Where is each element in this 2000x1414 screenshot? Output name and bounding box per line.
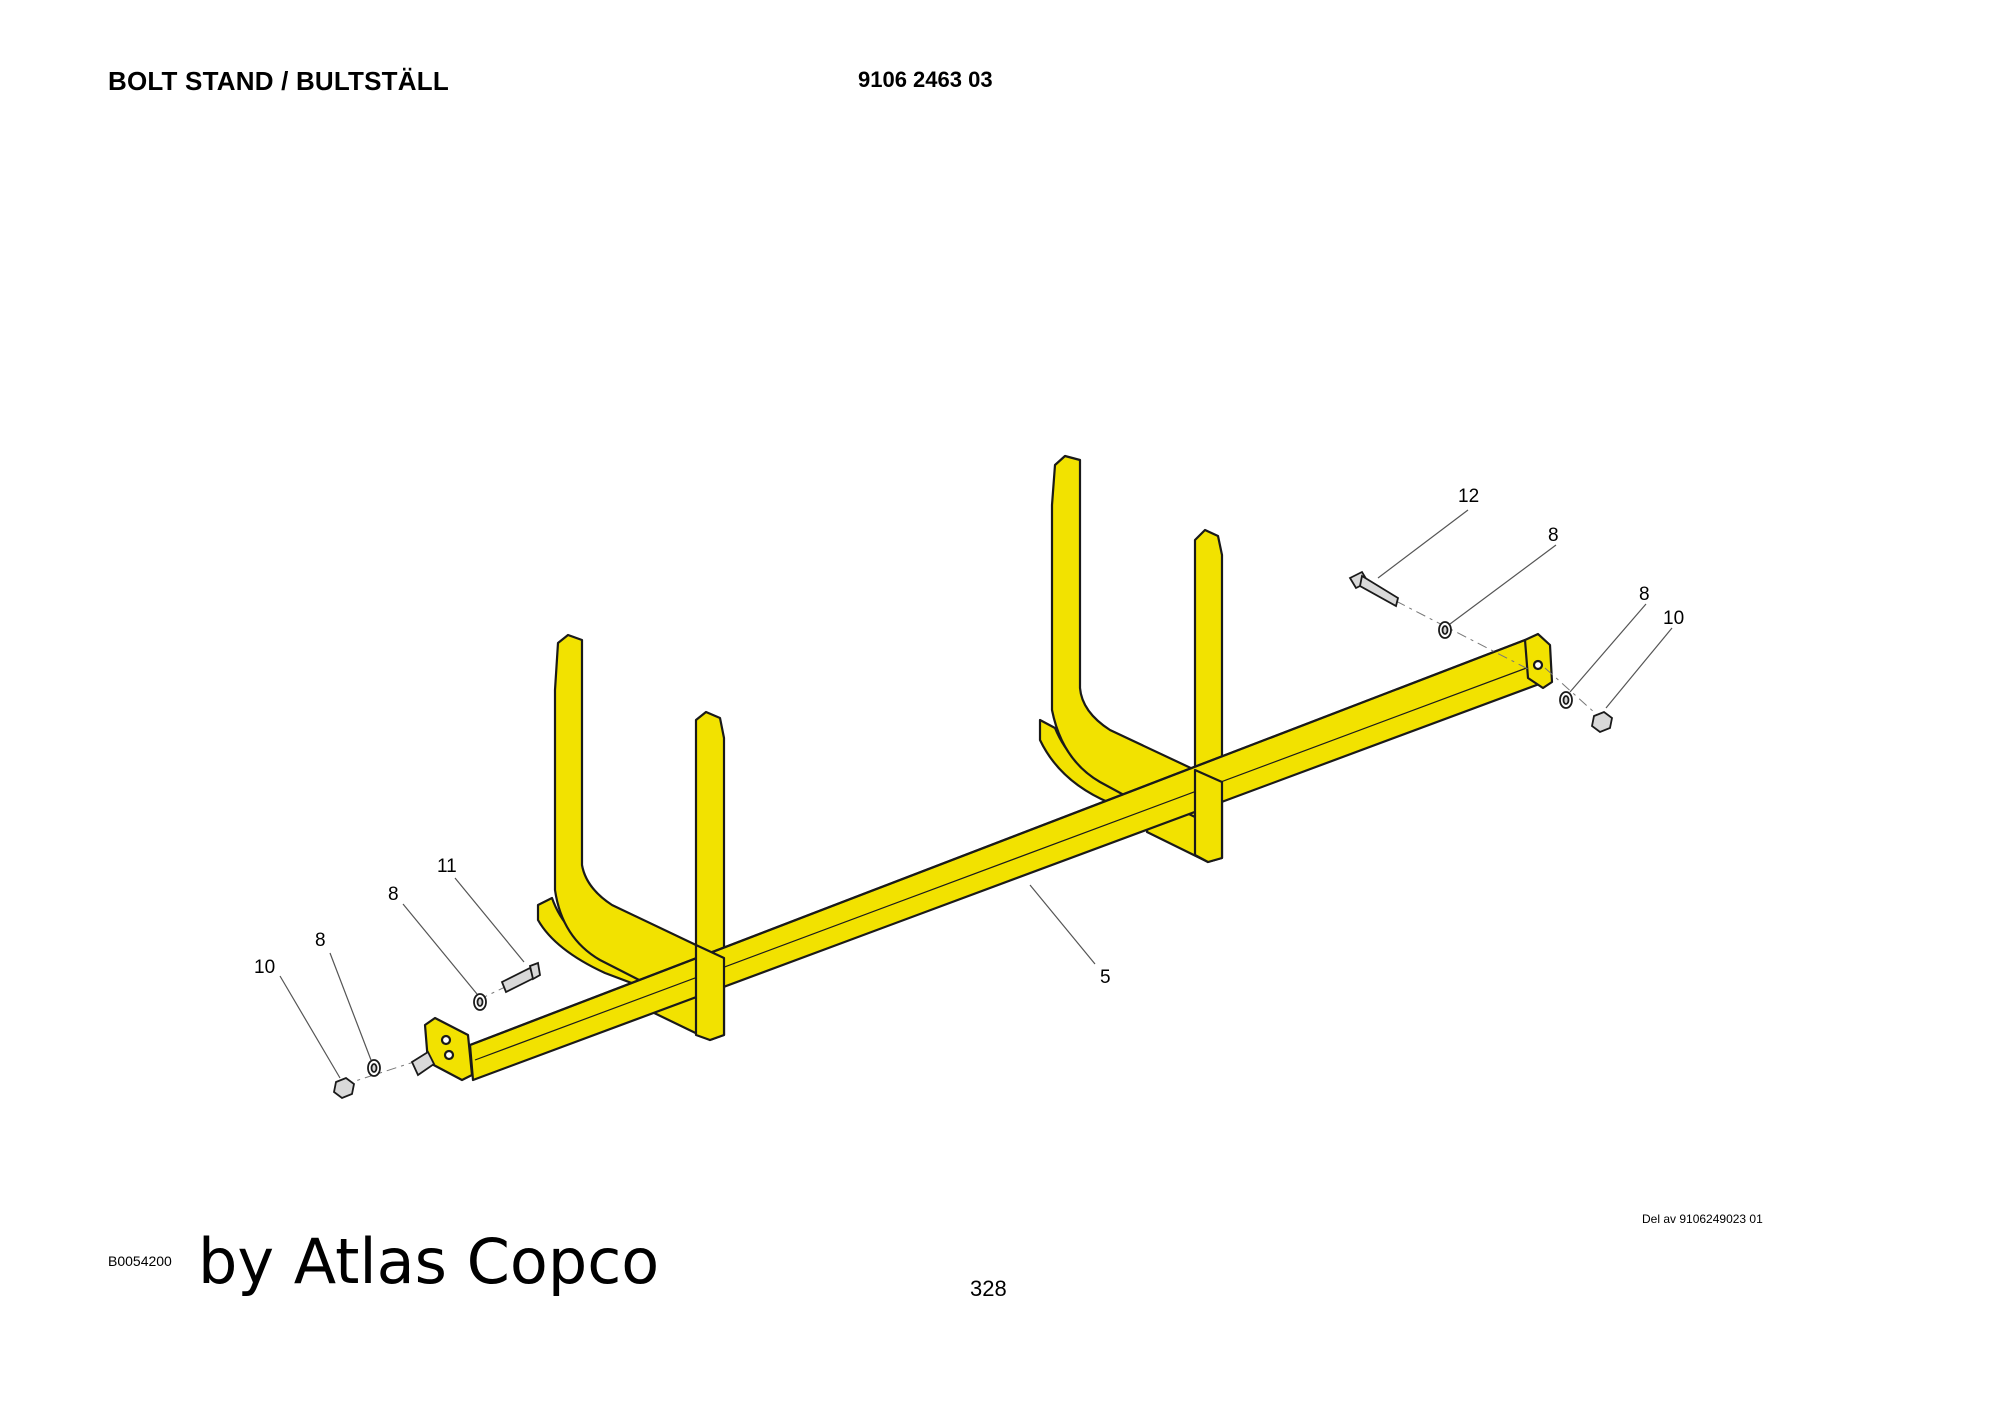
bolt-11 [500, 961, 541, 994]
callout-12: 12 [1458, 486, 1479, 507]
callout-8-left-lower: 8 [315, 930, 326, 951]
callout-8-top: 8 [1548, 525, 1559, 546]
brand-watermark: by Atlas Copco [198, 1225, 660, 1298]
callout-8-left-upper: 8 [388, 884, 399, 905]
page-number: 328 [970, 1276, 1007, 1301]
callout-8-right: 8 [1639, 584, 1650, 605]
document-title: BOLT STAND / BULTSTÄLL [108, 66, 449, 96]
callout-5: 5 [1100, 967, 1111, 988]
drawing-code: B0054200 [108, 1253, 172, 1269]
callout-10-right: 10 [1663, 608, 1684, 629]
bolt-12 [1348, 570, 1400, 608]
part-number: 9106 2463 03 [858, 67, 993, 92]
nut-10-right [1591, 710, 1613, 734]
reference-note: Del av 9106249023 01 [1642, 1212, 1763, 1226]
callout-10-left: 10 [254, 957, 275, 978]
nut-10-left [333, 1076, 355, 1100]
main-beam [423, 632, 1554, 1082]
callout-11: 11 [437, 856, 457, 877]
stud-left [410, 1050, 436, 1077]
